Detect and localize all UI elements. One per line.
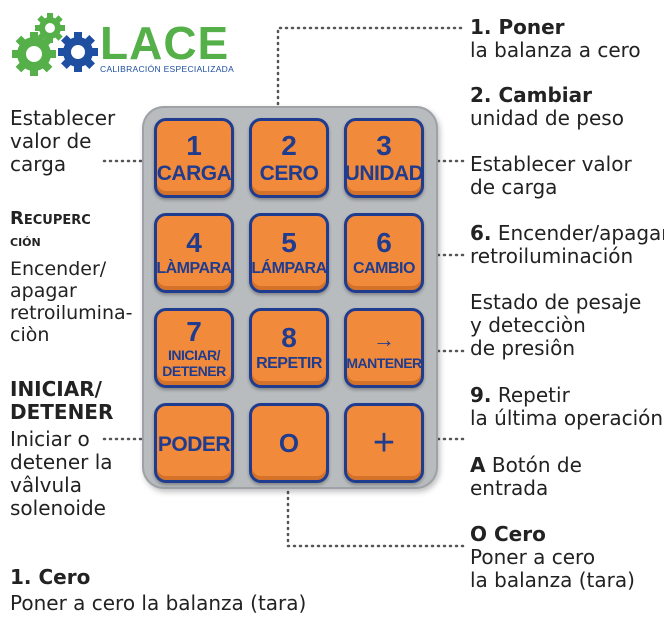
left-label-cero-title: 1. Cero (10, 565, 91, 589)
left-label-cero-desc: Poner a cero la balanza (tara) (10, 591, 307, 615)
right-label-o-cero: O Cero Poner a cero la balanza (tara) (470, 522, 635, 592)
right-label-retroiluminacion: 6. Encender/apagar retroiluminación (470, 221, 664, 268)
key-3-unidad[interactable]: 3 UNIDAD (344, 118, 424, 198)
keypad: 1 CARGA 2 CERO 3 UNIDAD 4 LÀMPARA 5 LÁMP… (142, 106, 438, 489)
key-1-carga[interactable]: 1 CARGA (154, 118, 234, 198)
key-6-cambio[interactable]: 6 CAMBIO (344, 213, 424, 293)
key-7-iniciar-detener[interactable]: 7 INICIAR/ DETENER (154, 308, 234, 388)
key-poder[interactable]: PODER (154, 403, 234, 483)
key-4-lampara[interactable]: 4 LÀMPARA (154, 213, 234, 293)
gears-icon (12, 13, 98, 76)
logo-subtitle: CALIBRACIÓN ESPECIALIZADA (100, 64, 235, 74)
left-label-iniciar-detener-title: INICIAR/DETENER (10, 377, 114, 424)
left-label-recuperacion: Recuperc ción (10, 208, 91, 250)
key-5-lampara[interactable]: 5 LÁMPARA (249, 213, 329, 293)
key-8-repetir[interactable]: 8 REPETIR (249, 308, 329, 388)
logo-title: LACE (100, 17, 230, 69)
plus-icon: + (372, 422, 396, 464)
key-mantener[interactable]: → MANTENER (344, 308, 424, 388)
key-plus[interactable]: + (344, 403, 424, 483)
key-o[interactable]: O (249, 403, 329, 483)
right-label-entrada: A Botón de entrada (470, 453, 582, 500)
right-label-repetir: 9. Repetir la última operación (470, 383, 664, 430)
key-2-cero[interactable]: 2 CERO (249, 118, 329, 198)
arrow-right-icon: → (373, 326, 395, 352)
